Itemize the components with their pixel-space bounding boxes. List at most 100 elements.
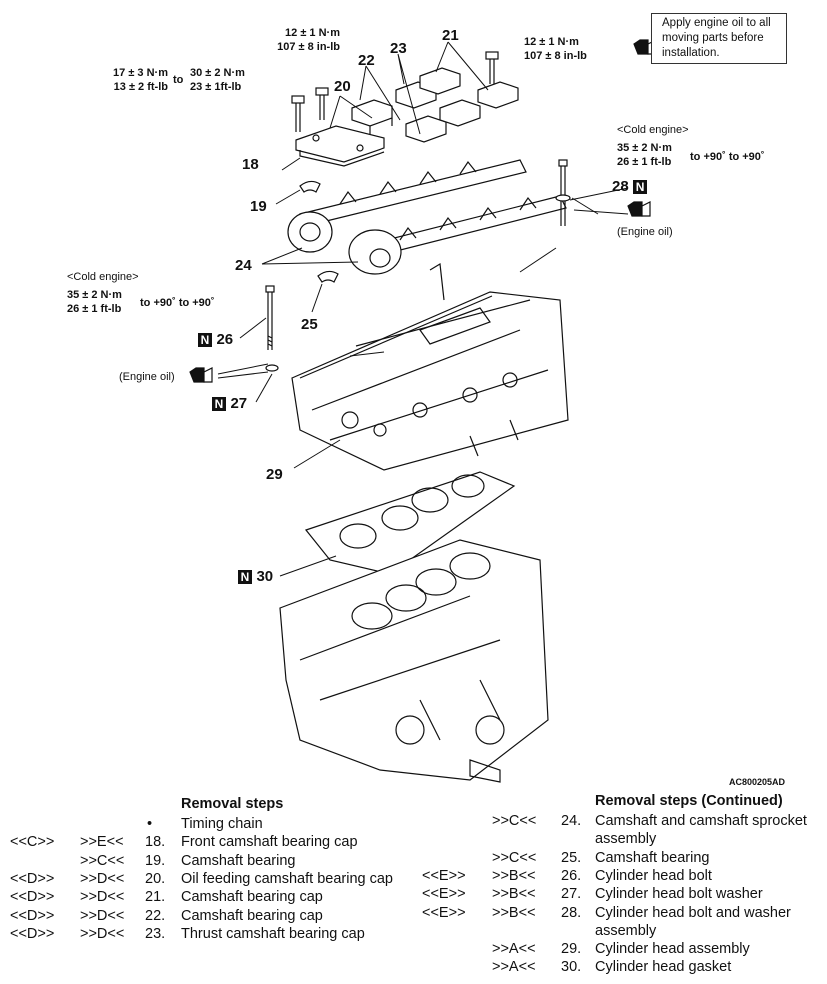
torque-12-left: 12 ± 1 N·m 107 ± 8 in-lb [240, 26, 340, 54]
exploded-diagram [189, 39, 657, 783]
cold-right-ftlb: 26 ± 1 ft-lb [617, 156, 672, 168]
callout-28-group: 28 N [612, 178, 648, 196]
callout-27: 27 [230, 395, 248, 412]
callout-19: 19 [250, 198, 267, 215]
step-number: 23. [145, 925, 166, 942]
callout-26-group: N 26 [198, 331, 233, 349]
cold-left-nm: 35 ± 2 N·m [67, 289, 122, 301]
install-step-code: <<D>> [10, 925, 55, 942]
removal-step-code: >>B<< [492, 904, 536, 921]
removal-step-code: >>D<< [80, 907, 125, 924]
removal-step-code: >>A<< [492, 941, 536, 958]
removal-step-code: >>C<< [80, 852, 125, 869]
figure-id: AC800205AD [729, 777, 786, 787]
step-number: 29. [561, 941, 582, 958]
cold-engine-right-torque: 35 ± 2 N·m 26 ± 1 ft-lb [617, 141, 672, 169]
cylinder-head-bolt-26 [265, 285, 275, 350]
step-number: • [147, 816, 153, 832]
step-number: 25. [561, 849, 582, 866]
install-step-code: <<D>> [10, 907, 55, 924]
bearing-cap-20 [295, 125, 385, 167]
step-number: 24. [561, 813, 582, 829]
step-name: Camshaft bearing cap [181, 889, 323, 906]
new-part-mark: N [633, 180, 648, 194]
cold-right-nm: 35 ± 2 N·m [617, 142, 672, 154]
torque-12-left-nm: 12 ± 1 N·m [285, 27, 340, 39]
camshaft-bearing-19 [299, 180, 321, 193]
callout-26: 26 [216, 331, 234, 348]
install-step-code: <<D>> [10, 870, 55, 887]
step-name: Cylinder head bolt washer [595, 886, 763, 903]
step-number: 18. [145, 834, 166, 851]
torque-30-ftlb: 23 ± 1ft-lb [190, 81, 242, 93]
oil-can-icon [627, 201, 651, 217]
removal-step-code: >>D<< [80, 870, 125, 887]
step-name: Camshaft and camshaft sprocket [595, 813, 807, 829]
bearing-cap-21 [419, 67, 519, 127]
leader-lines [217, 41, 629, 577]
callout-20: 20 [334, 78, 351, 95]
step-name-continued: assembly [595, 831, 657, 848]
step-number: 30. [561, 959, 582, 976]
oil-note-box: Apply engine oil to all moving parts bef… [651, 13, 787, 64]
removal-step-code: >>B<< [492, 886, 536, 903]
removal-steps-continued-title: Removal steps (Continued) [595, 793, 783, 809]
torque-12-right-nm: 12 ± 1 N·m [524, 36, 579, 48]
torque-17: 17 ± 3 N·m 13 ± 2 ft-lb [78, 66, 168, 94]
step-name: Oil feeding camshaft bearing cap [181, 870, 393, 887]
callout-29: 29 [266, 466, 283, 483]
step-name: Timing chain [181, 816, 263, 832]
install-step-code: <<D>> [10, 889, 55, 906]
torque-17-nm: 17 ± 3 N·m [113, 67, 168, 79]
engine-block [279, 539, 549, 783]
removal-steps-left: Removal steps •Timing chain<<C>>>>E<<18.… [0, 795, 420, 955]
cold-engine-left-torque: 35 ± 2 N·m 26 ± 1 ft-lb [67, 288, 122, 316]
torque-30: 30 ± 2 N·m 23 ± 1ft-lb [190, 66, 245, 94]
cold-engine-left-title: <Cold engine> [67, 271, 139, 283]
step-number: 27. [561, 886, 582, 903]
callout-25: 25 [301, 316, 318, 333]
callout-23: 23 [390, 40, 407, 57]
step-name: Camshaft bearing [181, 852, 296, 869]
cold-left-angle: to +90˚ to +90˚ [140, 297, 215, 309]
removal-step-code: >>C<< [492, 849, 537, 866]
callout-24: 24 [235, 257, 252, 274]
install-step-code: <<E>> [422, 904, 466, 921]
step-name: Cylinder head assembly [595, 941, 750, 958]
callout-28: 28 [612, 178, 629, 195]
callout-21: 21 [442, 27, 459, 44]
callout-30: 30 [256, 568, 274, 585]
step-number: 26. [561, 867, 582, 884]
torque-12-left-inlb: 107 ± 8 in-lb [277, 41, 340, 53]
step-name: Front camshaft bearing cap [181, 834, 358, 851]
cap-bolts [291, 51, 499, 132]
install-step-code: <<C>> [10, 834, 55, 851]
step-name: Cylinder head bolt [595, 867, 712, 884]
removal-step-code: >>E<< [80, 834, 124, 851]
removal-step-code: >>A<< [492, 959, 536, 976]
cold-engine-right-title: <Cold engine> [617, 124, 689, 136]
step-name: Thrust camshaft bearing cap [181, 925, 365, 942]
cold-left-ftlb: 26 ± 1 ft-lb [67, 303, 122, 315]
torque-30-nm: 30 ± 2 N·m [190, 67, 245, 79]
oil-can-icon [189, 367, 213, 383]
cold-right-angle: to +90˚ to +90˚ [690, 151, 765, 163]
torque-to: to [173, 74, 184, 86]
head-gasket-30 [304, 471, 516, 575]
bearing-cap-22 [351, 99, 393, 134]
cylinder-head-bolt-28 [555, 159, 571, 226]
new-part-mark: N [238, 570, 252, 584]
camshaft-bearing-25 [317, 270, 339, 283]
step-name: Camshaft bearing [595, 849, 710, 866]
removal-step-code: >>D<< [80, 925, 125, 942]
torque-12-right-inlb: 107 ± 8 in-lb [524, 50, 587, 62]
step-name: Cylinder head gasket [595, 959, 732, 976]
install-step-code: <<E>> [422, 867, 466, 884]
install-step-code: <<E>> [422, 886, 466, 903]
removal-step-code: >>C<< [492, 813, 537, 829]
callout-27-group: N 27 [212, 395, 247, 413]
torque-17-ftlb: 13 ± 2 ft-lb [113, 81, 168, 93]
oil-note-line1: Apply engine oil to all [662, 17, 771, 29]
step-name: Cylinder head bolt and washer [595, 904, 791, 921]
new-part-mark: N [198, 333, 212, 347]
